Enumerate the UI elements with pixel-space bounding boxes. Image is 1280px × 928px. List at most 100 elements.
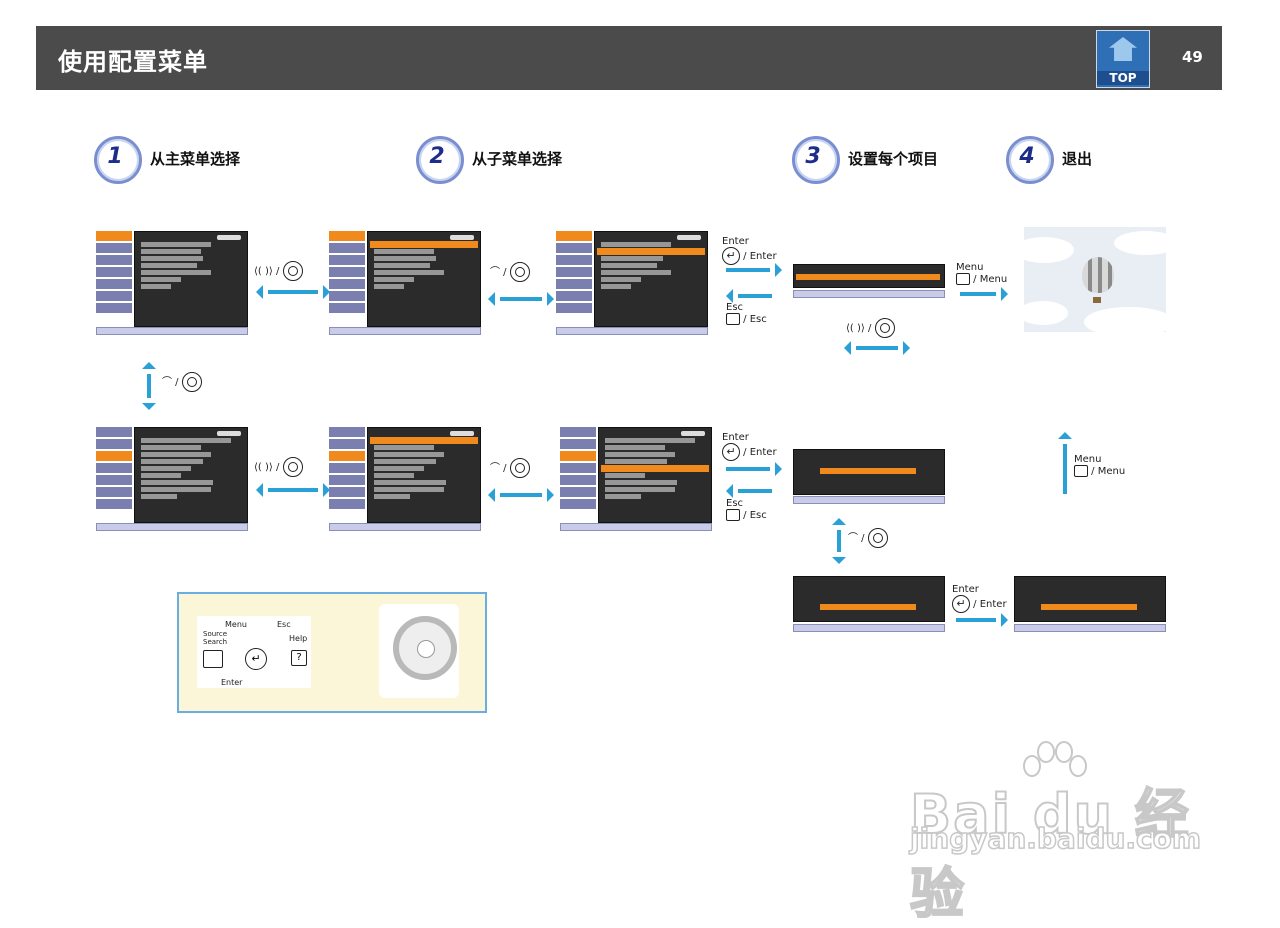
menu-panel xyxy=(367,427,481,523)
menu-screen-main-2 xyxy=(96,427,248,531)
enter-icon: ↵ xyxy=(722,443,740,461)
double-arrow-vertical xyxy=(142,362,156,410)
up-down-control: ⌒ / xyxy=(162,372,202,392)
remote-dial-icon xyxy=(393,616,457,680)
source-search-label: Source Search xyxy=(203,630,228,646)
menu-panel xyxy=(594,231,708,327)
menu-sidebar xyxy=(556,231,592,325)
menu-key-control: Menu / Menu xyxy=(956,262,1008,285)
esc-button-icon xyxy=(726,313,740,325)
dial-icon xyxy=(181,372,202,392)
remote-dial-center xyxy=(417,640,435,658)
enter-key-label: Enter xyxy=(979,599,1007,610)
cloud xyxy=(1024,301,1068,325)
menu-screen-sub-1 xyxy=(329,231,481,335)
enter-key-label: Enter xyxy=(221,678,243,687)
step-number: 4 xyxy=(1019,144,1035,169)
remote-illustration xyxy=(379,604,459,698)
step-label: 从主菜单选择 xyxy=(150,150,241,168)
setting-footer xyxy=(1014,624,1166,632)
help-icon: ? xyxy=(291,650,307,666)
page-title: 使用配置菜单 xyxy=(58,48,208,76)
esc-key-control: Esc / Esc xyxy=(726,498,767,521)
page-header: 使用配置菜单 TOP 49 xyxy=(36,26,1222,90)
enter-key-label: Enter xyxy=(952,584,979,595)
watermark-url: jingyan.baidu.com xyxy=(909,821,1202,856)
arrow-right xyxy=(726,263,782,277)
menu-key-label: Menu xyxy=(1097,466,1126,477)
left-right-control: ⟨( )⟩ / xyxy=(254,261,303,281)
top-label: TOP xyxy=(1097,71,1149,85)
enter-key-control: Enter↵ / Enter xyxy=(952,584,1007,613)
double-arrow-horizontal xyxy=(488,292,554,306)
watermark-brand: Bai du 经验 xyxy=(909,782,1191,926)
menu-sidebar xyxy=(329,231,365,325)
baidu-watermark: Bai du 经验 jingyan.baidu.com xyxy=(909,740,1210,926)
double-arrow-vertical xyxy=(832,518,846,564)
top-button[interactable]: TOP xyxy=(1096,30,1150,88)
step-circle xyxy=(416,136,464,184)
step-circle xyxy=(94,136,142,184)
menu-footer xyxy=(96,327,248,335)
enter-key-label: Enter xyxy=(722,432,749,443)
dial-icon xyxy=(509,458,530,478)
esc-key-control: Esc / Esc xyxy=(726,302,767,325)
double-arrow-horizontal xyxy=(256,483,330,497)
menu-footer xyxy=(556,327,708,335)
esc-key-label: Esc xyxy=(749,314,767,325)
menu-footer xyxy=(96,523,248,531)
arrow-up xyxy=(1058,432,1072,494)
dial-icon xyxy=(509,262,530,282)
left-right-control: ⟨( )⟩ / xyxy=(846,318,895,338)
step-circle xyxy=(1006,136,1054,184)
enter-key-label: Enter xyxy=(749,251,777,262)
up-down-control: ⌒ / xyxy=(490,458,530,478)
dial-icon xyxy=(867,528,888,548)
page-number: 49 xyxy=(1182,48,1203,66)
power-mode-screen-eco xyxy=(793,576,945,622)
setting-footer xyxy=(793,624,945,632)
selected-bar xyxy=(820,468,916,474)
step-label: 设置每个项目 xyxy=(848,150,939,168)
esc-key-label: Esc xyxy=(726,498,744,509)
paw-icon xyxy=(1023,741,1087,777)
enter-key-label: Enter xyxy=(722,236,749,247)
menu-sidebar xyxy=(96,427,132,521)
menu-panel xyxy=(134,427,248,523)
source-search-button-icon xyxy=(203,650,223,668)
enter-icon: ↵ xyxy=(245,648,267,670)
esc-key-label: Esc xyxy=(749,510,767,521)
menu-footer xyxy=(560,523,712,531)
double-arrow-horizontal xyxy=(844,341,910,355)
left-right-control: ⟨( )⟩ / xyxy=(254,457,303,477)
menu-footer xyxy=(329,523,481,531)
up-down-control: ⌒ / xyxy=(848,528,888,548)
selected-bar xyxy=(820,604,916,610)
esc-button-icon xyxy=(726,509,740,521)
menu-sidebar xyxy=(560,427,596,521)
menu-key-label: Menu xyxy=(979,274,1008,285)
step-number: 2 xyxy=(429,144,445,169)
menu-screen-sub-3 xyxy=(329,427,481,531)
menu-button-icon xyxy=(956,273,970,285)
menu-key-control: Menu / Menu xyxy=(1074,454,1126,477)
step-circle xyxy=(792,136,840,184)
hot-air-balloon xyxy=(1082,257,1114,293)
step-label: 从子菜单选择 xyxy=(472,150,563,168)
home-icon xyxy=(1109,37,1137,61)
enter-key-control: Enter↵ / Enter xyxy=(722,432,777,461)
selected-bar xyxy=(1041,604,1137,610)
enter-key-label: Enter xyxy=(749,447,777,458)
arrow-right xyxy=(956,613,1008,627)
setting-footer xyxy=(793,496,945,504)
enter-icon: ↵ xyxy=(952,595,970,613)
double-arrow-horizontal xyxy=(488,488,554,502)
menu-key-label: Menu xyxy=(225,620,247,629)
menu-screen-main-1 xyxy=(96,231,248,335)
setting-slider-screen xyxy=(793,264,945,288)
dial-icon xyxy=(282,457,303,477)
esc-key-label: Esc xyxy=(726,302,744,313)
help-key-label: Help xyxy=(289,634,308,643)
arrow-left xyxy=(726,484,772,498)
up-down-control: ⌒ / xyxy=(490,262,530,282)
